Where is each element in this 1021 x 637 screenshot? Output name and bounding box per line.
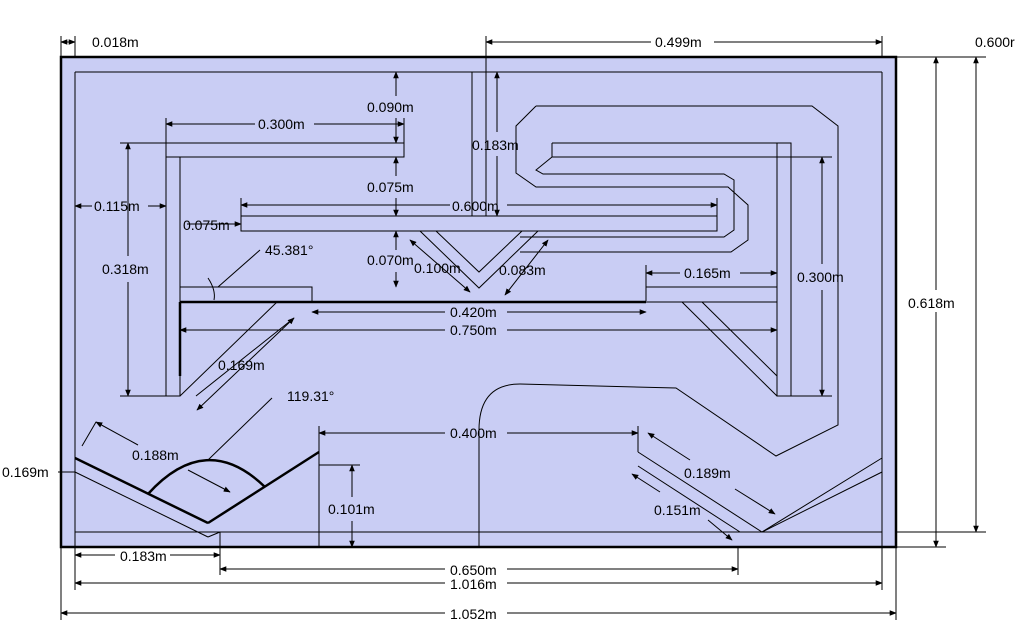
dim-0-400: 0.400m (450, 425, 497, 441)
dim-0-018: 0.018m (92, 34, 139, 50)
dim-0-090: 0.090m (367, 99, 414, 115)
dim-0-075-b: 0.075m (183, 217, 230, 233)
dim-0-075-a: 0.075m (367, 179, 414, 195)
dim-0-188: 0.188m (132, 447, 179, 463)
middle-bar (180, 286, 313, 301)
dim-0-070: 0.070m (367, 252, 414, 268)
dim-1-016: 1.016m (450, 576, 497, 592)
dim-0-183-bottom: 0.183m (120, 548, 167, 564)
top-left-bar (165, 142, 405, 158)
dim-0-318: 0.318m (102, 261, 149, 277)
dim-0-750: 0.750m (450, 322, 497, 338)
dim-0-189: 0.189m (684, 465, 731, 481)
dim-0-499: 0.499m (655, 34, 702, 50)
dim-0-650: 0.650m (450, 562, 497, 578)
dim-0-100: 0.100m (414, 260, 461, 276)
dim-0-115: 0.115m (94, 198, 140, 214)
angle-45-381: 45.381° (265, 242, 313, 258)
dim-0-300-right: 0.300m (797, 269, 844, 285)
dim-0-183-vertical: 0.183m (472, 137, 519, 153)
left-vertical-bar (165, 156, 181, 397)
dim-0-169-left: 0.169m (2, 464, 49, 480)
center-bump (478, 383, 521, 547)
dim-0-618: 0.618m (908, 295, 955, 311)
angle-119-31: 119.31° (287, 388, 334, 404)
dim-0-600r: 0.600r (975, 34, 1015, 50)
angle-arc-119 (147, 458, 266, 495)
dim-0-600: 0.600m (452, 198, 499, 214)
dim-0-083: 0.083m (499, 262, 546, 278)
dim-0-420: 0.420m (450, 304, 497, 320)
dim-0-151: 0.151m (654, 502, 701, 518)
dim-0-300-top: 0.300m (258, 116, 305, 132)
dim-0-165: 0.165m (684, 265, 731, 281)
dim-0-101: 0.101m (328, 501, 375, 517)
dim-1-052: 1.052m (450, 606, 497, 622)
dim-0-169-diagonal: 0.169m (218, 357, 265, 373)
